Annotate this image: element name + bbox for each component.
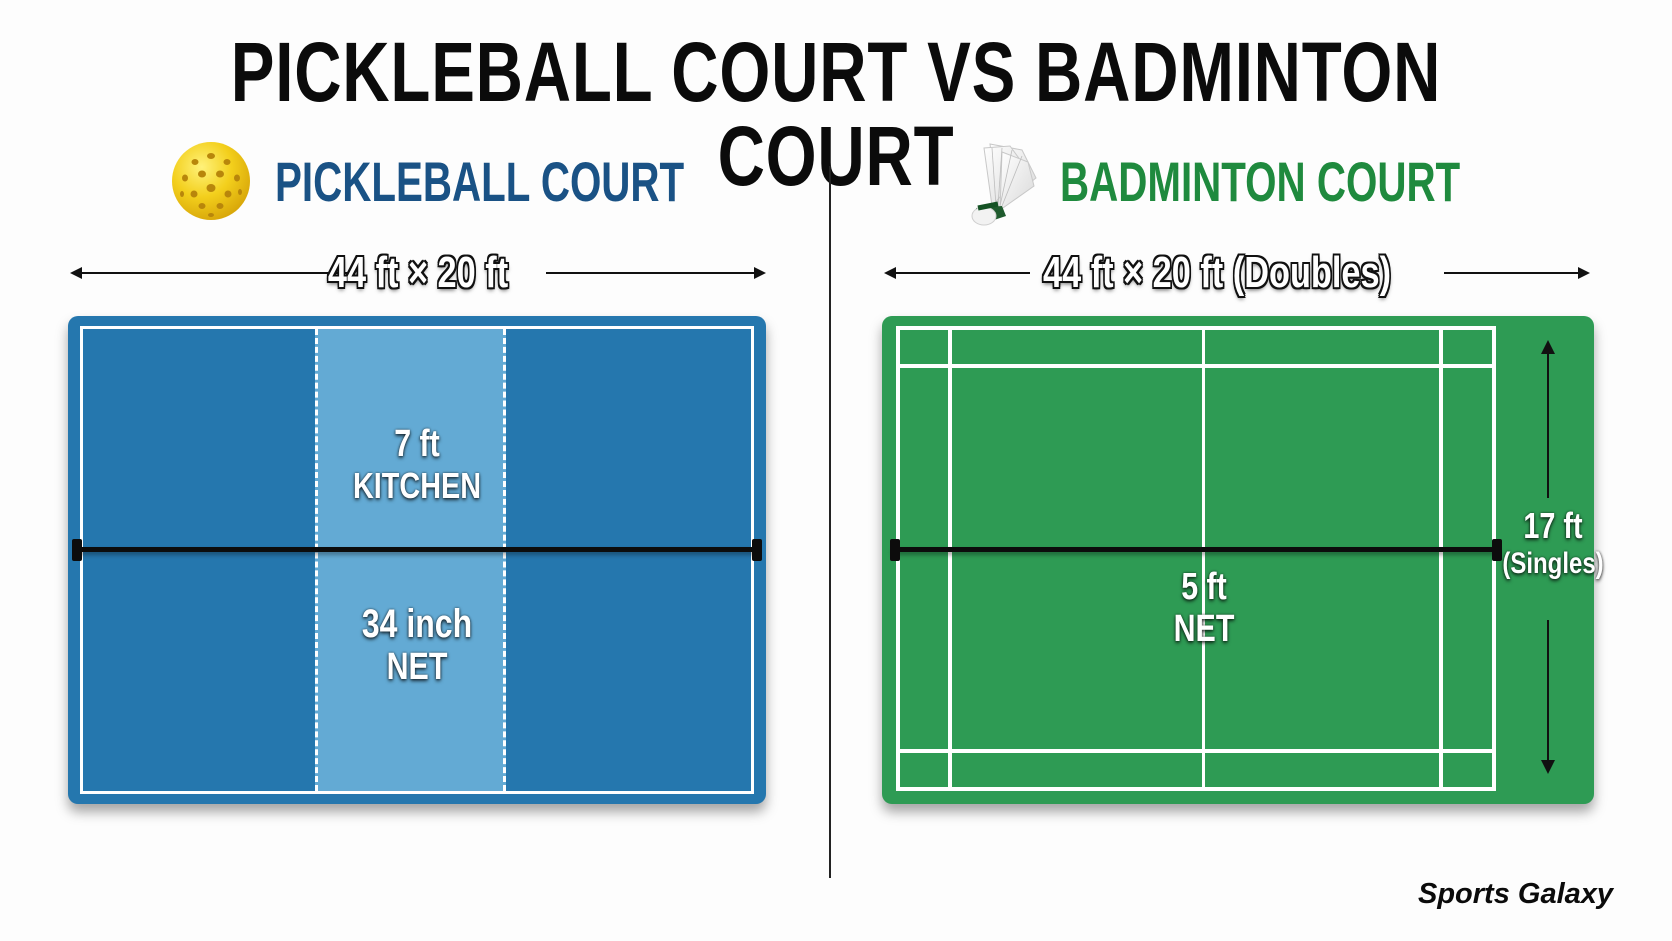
kitchen-label: 7 ft KITCHEN — [337, 423, 497, 507]
kitchen-name: KITCHEN — [353, 465, 481, 506]
arrow-down-icon — [1541, 760, 1555, 774]
pickleball-court-boundary — [80, 326, 754, 794]
singles-width-value: 17 ft — [1523, 505, 1583, 546]
net-post-right — [752, 539, 762, 561]
singles-width-label: 17 ft (Singles) — [1501, 506, 1605, 582]
net-post-left — [890, 539, 900, 561]
width-arrow-line-top — [1547, 352, 1549, 498]
pickleball-section-header: PICKLEBALL COURT — [275, 150, 843, 214]
badminton-section-header: BADMINTON COURT — [1060, 150, 1616, 214]
dimension-line-right — [546, 272, 754, 274]
center-line — [1202, 326, 1205, 791]
dimension-line-left — [80, 272, 352, 274]
singles-width-name: (Singles) — [1502, 547, 1604, 580]
pickleball-header-label: PICKLEBALL COURT — [275, 150, 685, 213]
pickleball-dimension-row: 44 ft × 20 ft — [68, 248, 768, 298]
net-post-right — [1492, 539, 1502, 561]
outer-line-bottom — [896, 787, 1496, 791]
arrow-up-icon — [1541, 340, 1555, 354]
pickleball-net — [76, 547, 756, 552]
net-name: NET — [1173, 608, 1235, 650]
badminton-net — [892, 547, 1500, 552]
badminton-header-label: BADMINTON COURT — [1060, 150, 1461, 213]
pickleball-dimensions: 44 ft × 20 ft — [327, 248, 509, 297]
badminton-dimension-row: 44 ft × 20 ft (Doubles) — [882, 248, 1594, 298]
page-title: PICKLEBALL COURT VS BADMINTON COURT — [230, 25, 1442, 203]
arrow-right-icon — [1578, 267, 1590, 279]
shuttlecock-icon — [962, 138, 1046, 226]
net-name: NET — [386, 646, 448, 688]
arrow-right-icon — [754, 267, 766, 279]
badminton-net-label: 5 ft NET — [1124, 566, 1284, 650]
singles-sideline-right — [1439, 326, 1443, 791]
dimension-line-left — [894, 272, 1030, 274]
net-post-left — [72, 539, 82, 561]
back-service-line-top — [896, 364, 1496, 368]
pickleball-court: 7 ft KITCHEN 34 inch NET — [68, 316, 766, 804]
pickleball-ball-icon — [170, 140, 252, 222]
center-divider — [829, 166, 831, 878]
arrow-left-icon — [70, 267, 82, 279]
pickleball-net-label: 34 inch NET — [337, 602, 497, 688]
kitchen-zone — [315, 329, 506, 791]
singles-sideline-left — [948, 326, 952, 791]
dimension-line-right — [1444, 272, 1578, 274]
kitchen-size: 7 ft — [394, 423, 440, 465]
back-service-line-bottom — [896, 749, 1496, 753]
outer-line-top — [896, 326, 1496, 330]
badminton-dimensions: 44 ft × 20 ft (Doubles) — [1042, 248, 1392, 297]
badminton-court: 5 ft NET 17 ft (Singles) — [882, 316, 1604, 804]
brand-logo: Sports Galaxy — [1418, 878, 1614, 910]
net-height: 5 ft — [1181, 566, 1227, 608]
width-arrow-line-bottom — [1547, 620, 1549, 762]
arrow-left-icon — [884, 267, 896, 279]
net-height: 34 inch — [361, 602, 473, 646]
